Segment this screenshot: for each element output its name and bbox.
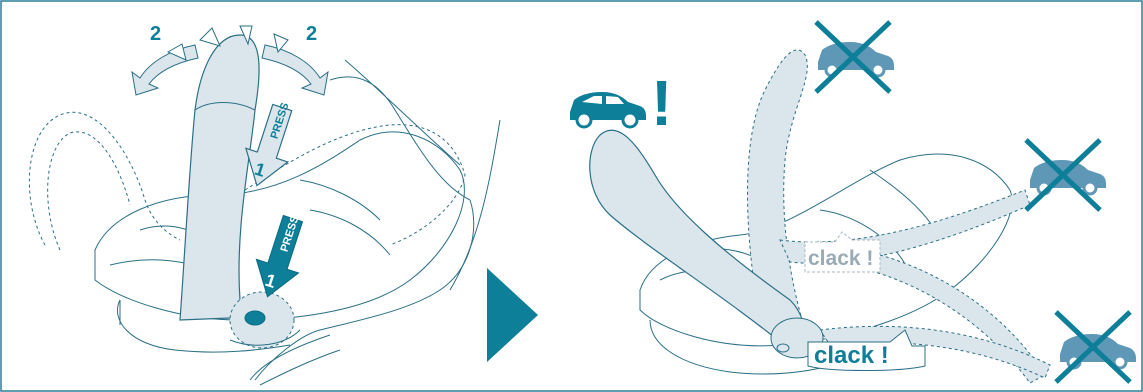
step-number-rotate-left: 2 bbox=[150, 23, 161, 45]
step-number-rotate-right: 2 bbox=[306, 23, 317, 45]
exclamation-mark: ! bbox=[651, 67, 672, 139]
clack-text-lower: clack ! bbox=[814, 342, 889, 369]
clack-text-upper: clack ! bbox=[808, 247, 873, 270]
